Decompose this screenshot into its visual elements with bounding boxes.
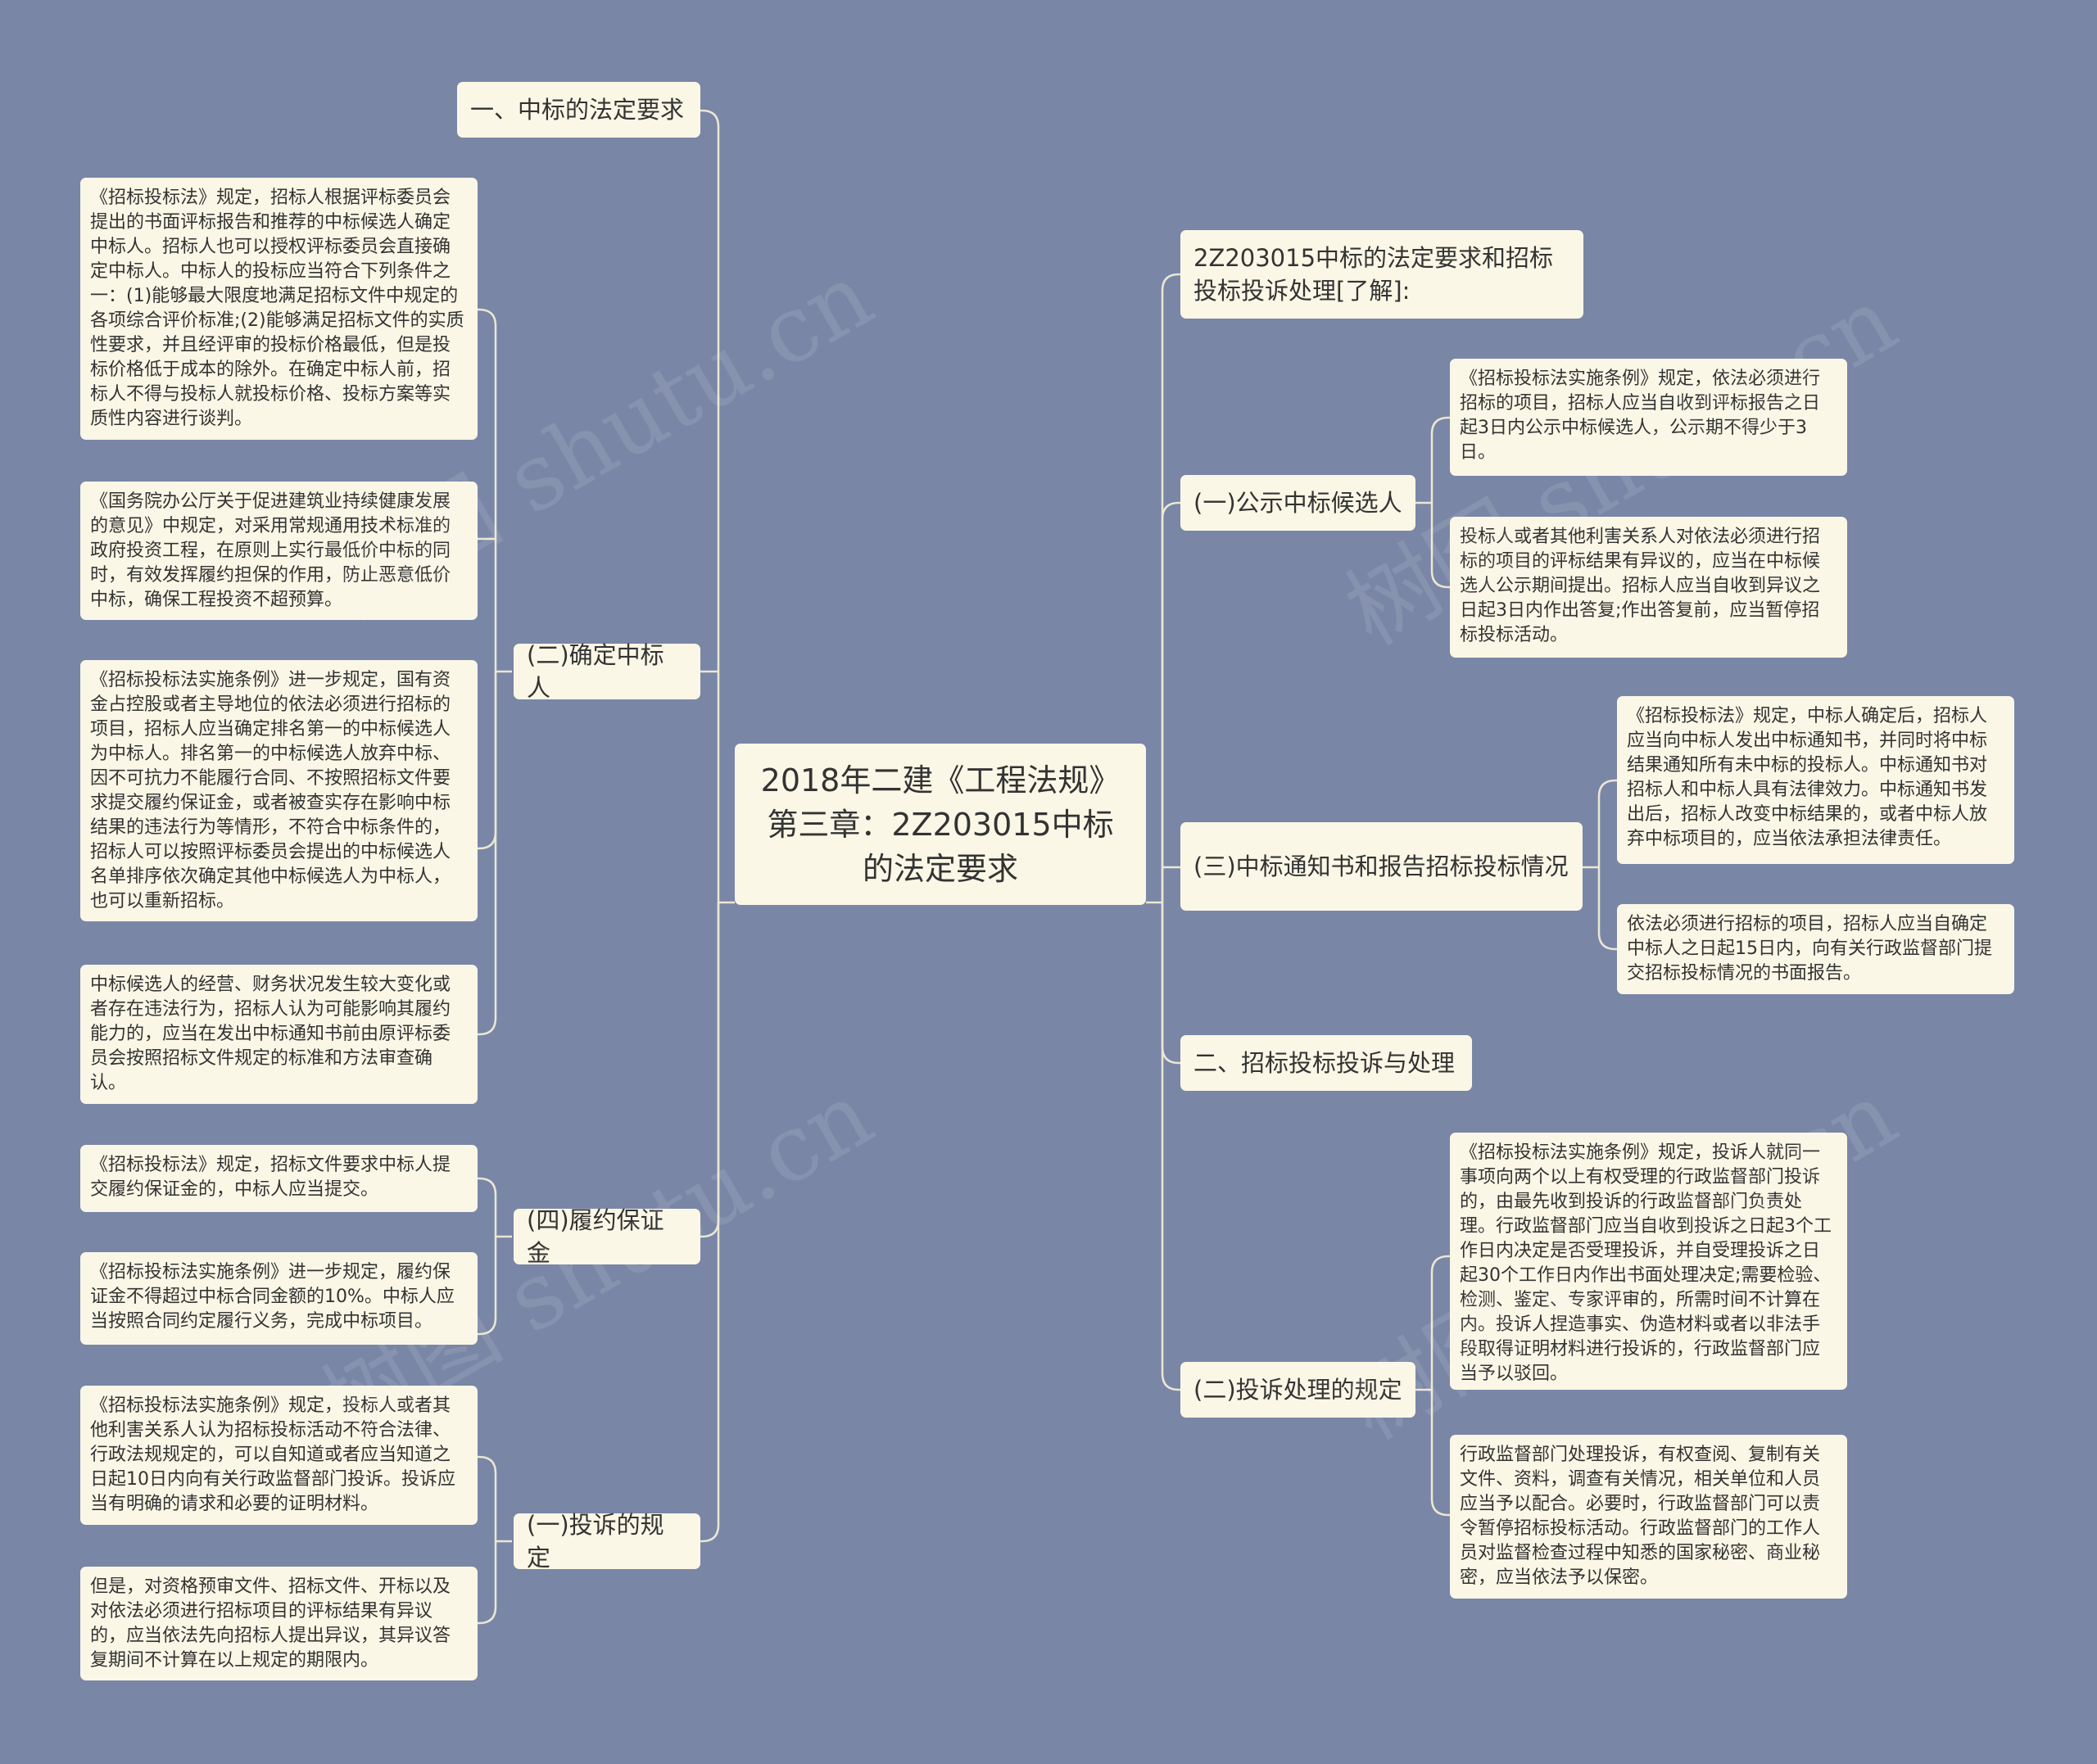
branch-determine-winner[interactable]: (二)确定中标人 — [514, 641, 700, 702]
note-handling-2: 行政监督部门处理投诉，有权查阅、复制有关文件、资料，调查有关情况，相关单位和人员… — [1450, 1435, 1847, 1599]
note-publicize-1: 《招标投标法实施条例》规定，依法必须进行招标的项目，招标人应当自收到评标报告之日… — [1450, 359, 1847, 476]
note-determine-winner-2: 《国务院办公厅关于促进建筑业持续健康发展的意见》中规定，对采用常规通用技术标准的… — [80, 482, 478, 620]
note-complaint-rules-2: 但是，对资格预审文件、招标文件、开标以及对依法必须进行招标项目的评标结果有异议的… — [80, 1567, 478, 1680]
branch-intro[interactable]: 2Z203015中标的法定要求和招标投标投诉处理[了解]: — [1180, 230, 1583, 319]
note-complaint-rules-1: 《招标投标法实施条例》规定，投标人或者其他利害关系人认为招标投标活动不符合法律、… — [80, 1386, 478, 1525]
note-performance-bond-2: 《招标投标法实施条例》进一步规定，履约保证金不得超过中标合同金额的10%。中标人… — [80, 1252, 478, 1345]
branch-complaint-handling[interactable]: 二、招标投标投诉与处理 — [1180, 1035, 1472, 1091]
branch-performance-bond[interactable]: (四)履约保证金 — [514, 1206, 700, 1267]
note-publicize-2: 投标人或者其他利害关系人对依法必须进行招标的项目的评标结果有异议的，应当在中标候… — [1450, 517, 1847, 658]
note-notice-2: 依法必须进行招标的项目，招标人应当自确定中标人之日起15日内，向有关行政监督部门… — [1617, 904, 2014, 994]
root-topic[interactable]: 2018年二建《工程法规》第三章：2Z203015中标的法定要求 — [735, 744, 1146, 905]
branch-notice-and-report[interactable]: (三)中标通知书和报告招标投标情况 — [1180, 822, 1583, 911]
branch-legal-requirements[interactable]: 一、中标的法定要求 — [457, 82, 700, 138]
note-notice-1: 《招标投标法》规定，中标人确定后，招标人应当向中标人发出中标通知书，并同时将中标… — [1617, 696, 2014, 864]
branch-complaint-rules[interactable]: (一)投诉的规定 — [514, 1511, 700, 1572]
branch-publicize-candidates[interactable]: (一)公示中标候选人 — [1180, 475, 1415, 531]
note-performance-bond-1: 《招标投标法》规定，招标文件要求中标人提交履约保证金的，中标人应当提交。 — [80, 1145, 478, 1212]
note-handling-1: 《招标投标法实施条例》规定，投诉人就同一事项向两个以上有权受理的行政监督部门投诉… — [1450, 1133, 1847, 1390]
note-determine-winner-1: 《招标投标法》规定，招标人根据评标委员会提出的书面评标报告和推荐的中标候选人确定… — [80, 178, 478, 440]
note-determine-winner-4: 中标候选人的经营、财务状况发生较大变化或者存在违法行为，招标人认为可能影响其履约… — [80, 965, 478, 1104]
note-determine-winner-3: 《招标投标法实施条例》进一步规定，国有资金占控股或者主导地位的依法必须进行招标的… — [80, 660, 478, 921]
branch-handling-rules[interactable]: (二)投诉处理的规定 — [1180, 1362, 1415, 1418]
